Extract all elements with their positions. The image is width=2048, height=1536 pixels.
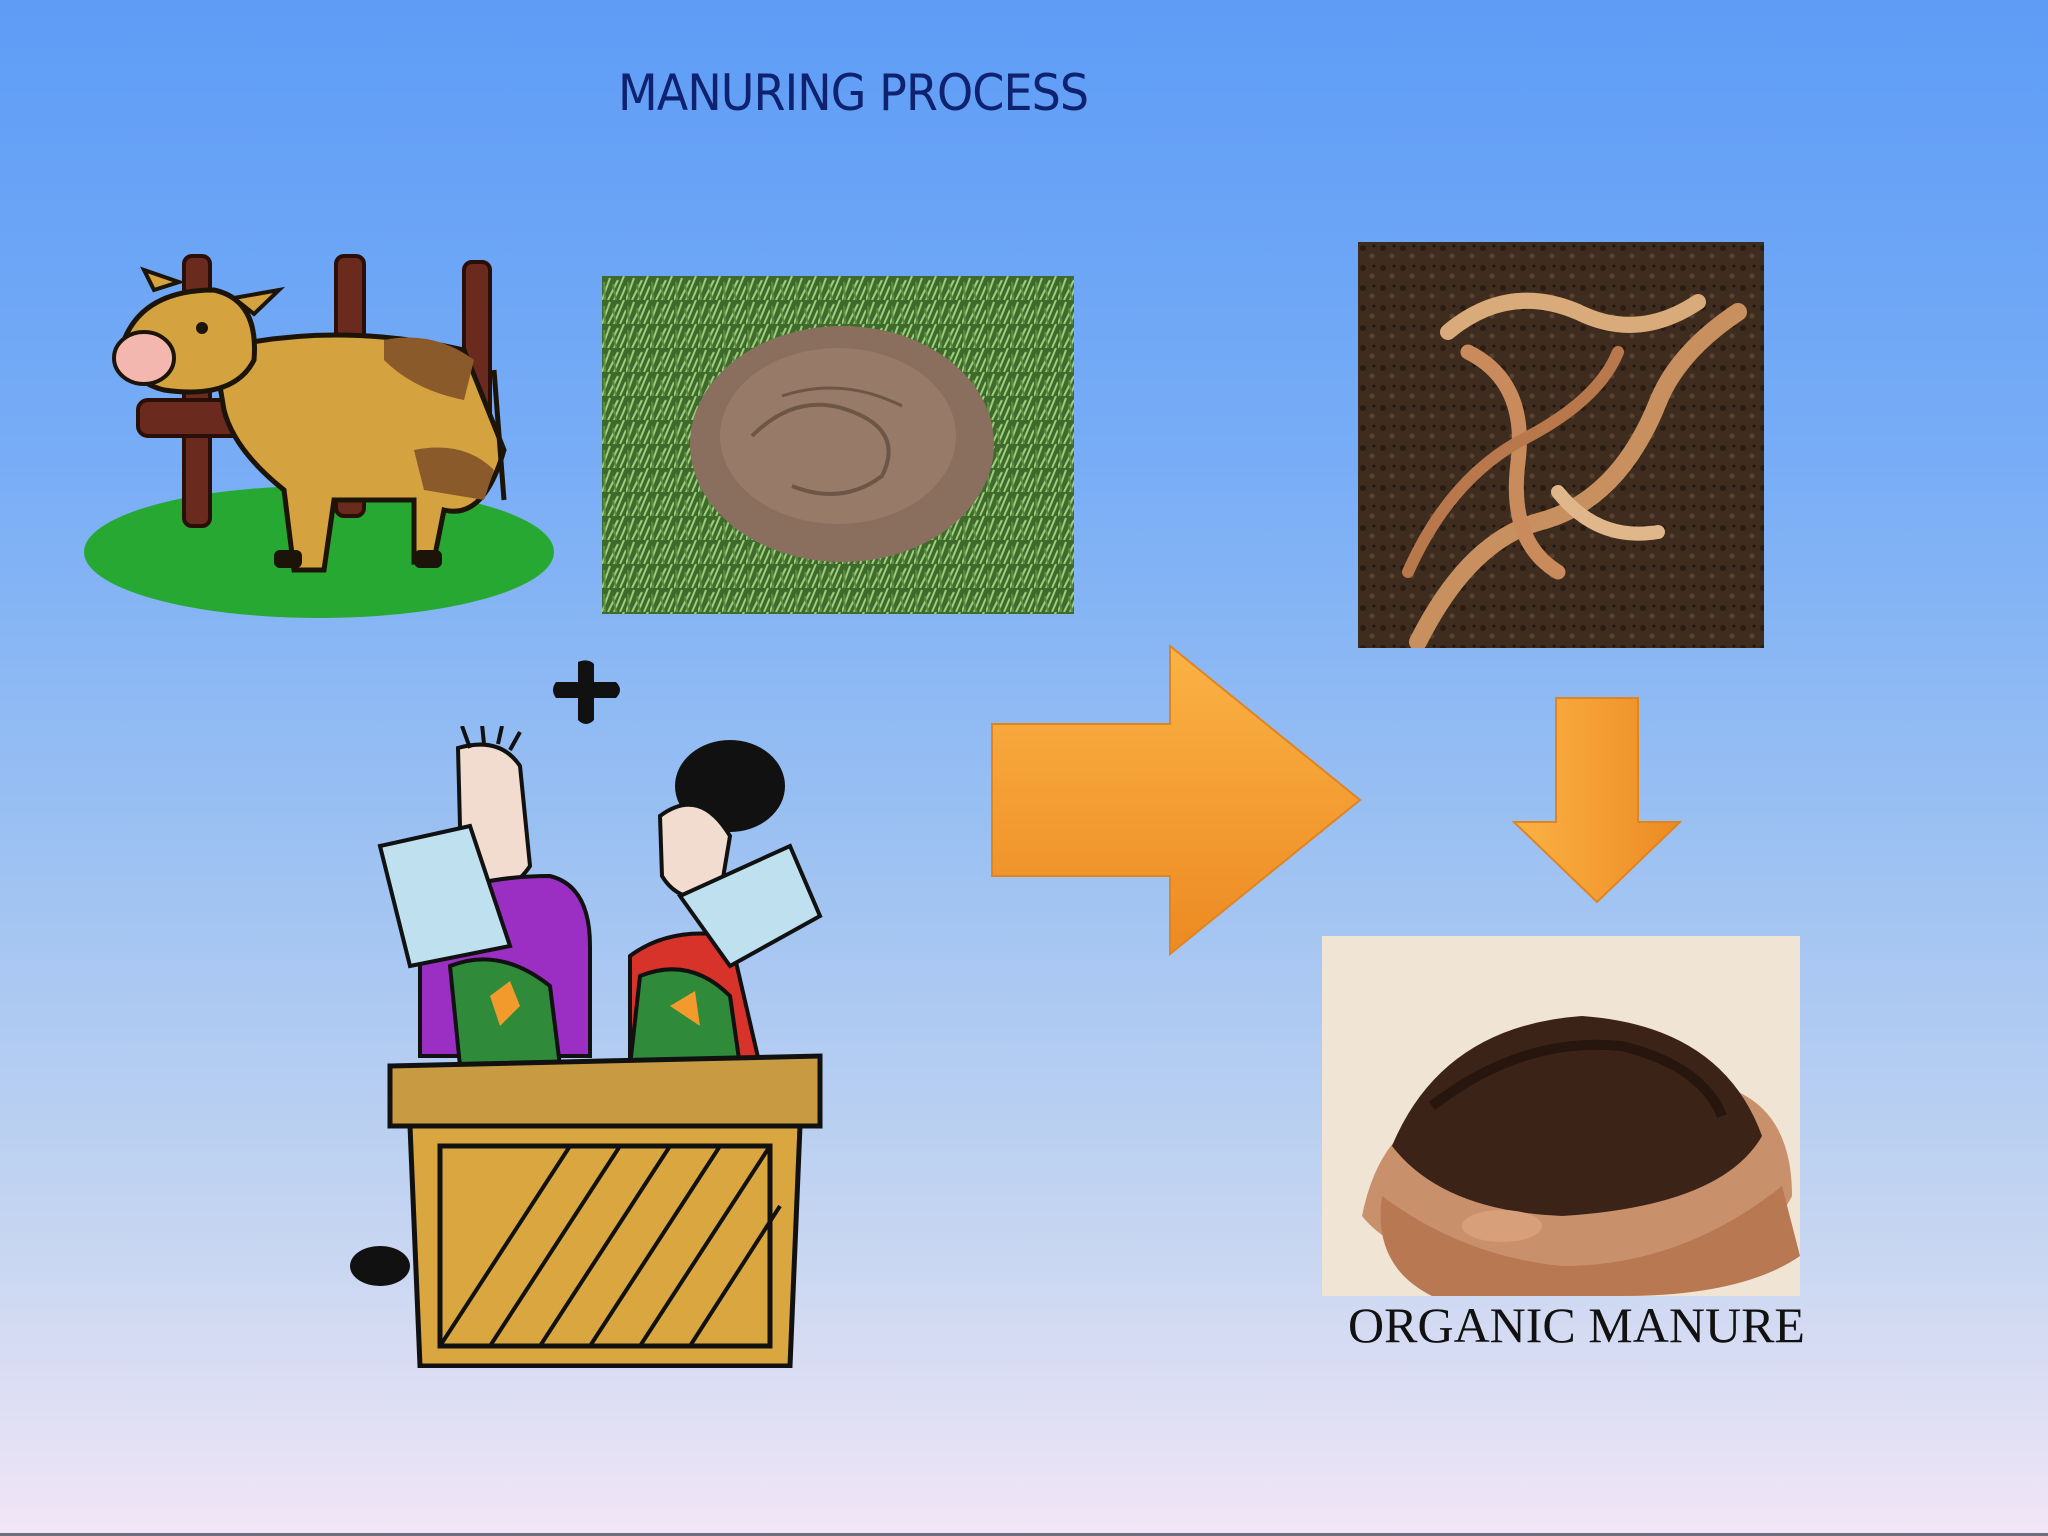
organic-manure-caption: ORGANIC MANURE (1348, 1297, 1805, 1353)
bottom-divider (0, 1533, 2048, 1536)
plus-icon (546, 656, 628, 728)
organic-manure-photo (1322, 936, 1800, 1296)
cow-illustration (84, 250, 554, 620)
down-arrow-icon (1512, 696, 1682, 904)
page-title: MANURING PROCESS (618, 64, 1089, 122)
people-compost-bin-illustration (350, 726, 850, 1368)
dung-photo (602, 276, 1074, 614)
right-arrow-icon (990, 644, 1362, 956)
earthworms-photo (1358, 242, 1764, 648)
